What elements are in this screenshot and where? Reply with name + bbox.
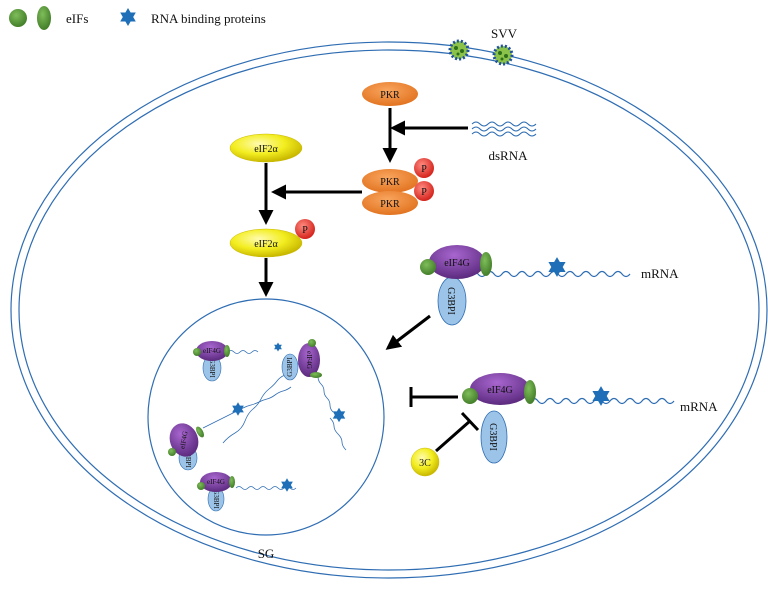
rbp-star-icon [332, 407, 346, 423]
g3bp1-label: G3BPI [184, 448, 192, 468]
phospho-label: P [421, 187, 427, 198]
sg-complex: G3BPI eIF4G [197, 472, 297, 512]
pkr-monomer: PKR [362, 82, 418, 106]
pkr-dimer-top-label: PKR [380, 177, 400, 188]
phospho-icon [414, 158, 434, 178]
g3bp1-label: G3BPI [208, 358, 216, 378]
mrna-label: mRNA [641, 266, 679, 281]
pkr-label: PKR [380, 90, 400, 101]
pkr-dimer-bottom-label: PKR [380, 199, 400, 210]
legend-eifs-label: eIFs [66, 11, 88, 26]
eif2a: eIF2α [229, 133, 303, 163]
svv-virion-icon [492, 44, 514, 66]
rbp-star-icon [281, 478, 293, 492]
eif4g-label: eIF4G [207, 478, 225, 486]
g3bp1-label: G3BPI [286, 357, 294, 377]
phospho-label: P [421, 164, 427, 175]
phospho-label: P [302, 225, 308, 236]
svv-label: SVV [491, 26, 518, 41]
dsrna: dsRNA [471, 121, 537, 163]
eif2a-label: eIF2α [254, 144, 278, 155]
g3bp1 [480, 410, 508, 464]
eif4g-label: eIF4G [487, 385, 513, 396]
g3bp1-label: G3BPI [445, 287, 456, 315]
inhibition-3c-to-g3bp1 [435, 411, 480, 453]
cell-membrane [10, 41, 768, 579]
rbp-star-icon [548, 257, 566, 277]
legend-rbp-label: RNA binding proteins [151, 11, 266, 26]
rbp-star-icon [232, 402, 244, 416]
eif4g-label: eIF4G [203, 347, 221, 355]
eif4g-label: eIF4G [444, 258, 470, 269]
protease-3c: 3C [410, 447, 440, 477]
eif2a-p-label: eIF2α [254, 239, 278, 250]
eif4g-complex-lower: eIF4G G3BPI mRNA [462, 373, 718, 464]
eif-round-legend-icon [9, 9, 27, 27]
sg-complex: G3BPI eIF4G [168, 386, 292, 471]
dsrna-label: dsRNA [488, 148, 528, 163]
sg-complex: G3BPI eIF4G [222, 339, 347, 451]
eif-oval-legend-icon [37, 6, 51, 30]
sg-complex: G3BPI eIF4G [193, 341, 282, 382]
inhibition-to-sg [409, 387, 458, 407]
mrna-label: mRNA [680, 399, 718, 414]
g3bp1-label: G3BPI [487, 423, 498, 451]
arrow-to-sg-assembly [385, 314, 431, 350]
protease-3c-label: 3C [419, 458, 431, 469]
svv-virions: SVV [448, 26, 518, 66]
g3bp1-label: G3BPI [212, 489, 220, 509]
rbp-star-icon [274, 342, 282, 352]
eif4g [429, 245, 485, 279]
legend: eIFs RNA binding proteins [9, 6, 266, 30]
eif4g-label: eIF4G [179, 430, 190, 449]
pkr-dimer: PKR PKR P P [362, 158, 434, 215]
eif4g-label: eIF4G [305, 351, 313, 369]
phospho-icon [414, 181, 434, 201]
phospho-icon [295, 219, 315, 239]
eif4g [470, 373, 530, 405]
svv-virion-icon [448, 39, 470, 61]
eif2a-phosphorylated: eIF2α P [229, 219, 315, 258]
stress-granule: SG G3BPI eIF4G G3BPI eIF4G [147, 298, 385, 561]
sg-label: SG [258, 546, 275, 561]
rbp-star-legend-icon [120, 8, 136, 26]
eif4g-complex-upper: G3BPI eIF4G mRNA [420, 245, 679, 326]
